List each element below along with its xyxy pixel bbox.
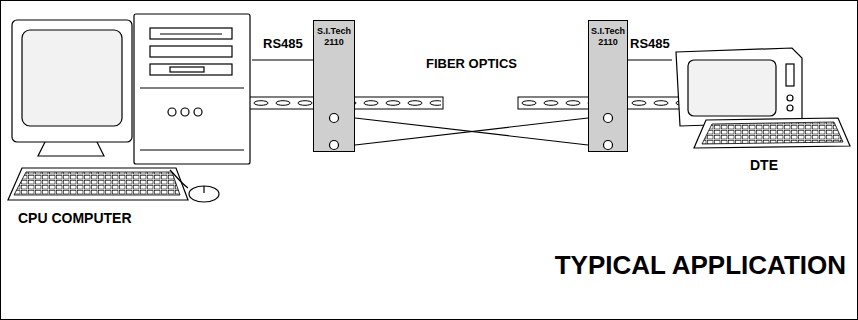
- computer-illustration: [8, 14, 250, 202]
- port-circle: [330, 141, 339, 150]
- connection-label: RS485: [262, 36, 304, 51]
- serial-cable: [628, 59, 672, 60]
- port-circle: [604, 141, 613, 150]
- fiber-line: [355, 118, 588, 145]
- device-label: S.I.Tech 2110: [315, 26, 353, 48]
- device-name: DTE: [672, 157, 856, 173]
- port-circle: [330, 114, 339, 123]
- device-figure: CPU COMPUTER: [6, 10, 252, 226]
- connection-label: FIBER OPTICS: [425, 56, 518, 71]
- fiber-line: [355, 118, 588, 145]
- serial-cable: [252, 59, 313, 60]
- converter-box: S.I.Tech 2110: [313, 20, 355, 152]
- port-circle: [604, 114, 613, 123]
- device-name: CPU COMPUTER: [18, 210, 132, 226]
- figure-caption: TYPICAL APPLICATION: [555, 250, 846, 281]
- device-label: S.I.Tech 2110: [590, 26, 626, 48]
- device-figure: DTE: [672, 38, 856, 173]
- terminal-illustration: [676, 48, 850, 148]
- connection-label: RS485: [629, 36, 671, 51]
- converter-box: S.I.Tech 2110: [588, 20, 628, 152]
